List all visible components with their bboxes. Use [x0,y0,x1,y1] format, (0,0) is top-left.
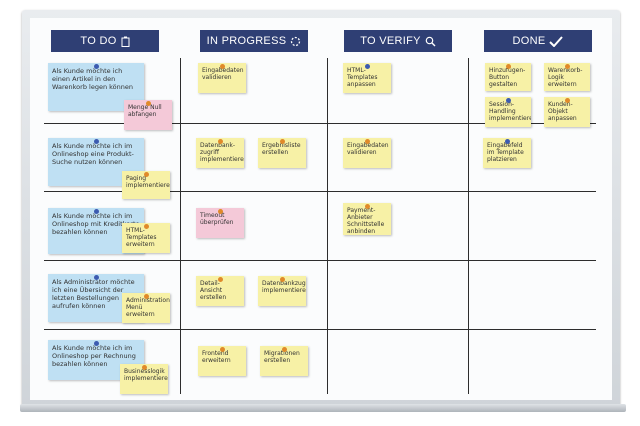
pin-icon [94,275,99,280]
note-text: Datenbankzugriff implementieren [262,280,306,294]
note-text: HTML-Templates erweitern [126,227,157,248]
column-header-todo: TO DO [51,30,159,52]
task-note[interactable]: Administrations-Menü erweitern [122,293,170,323]
note-text: Als Administrator möchte ich eine Übersi… [52,278,135,310]
note-text: Kunden-Objekt anpassen [548,101,577,122]
task-note[interactable]: Datenbank-zugriff implementieren [196,138,244,168]
pin-icon [365,204,370,209]
task-note[interactable]: Eingabedaten validieren [198,63,246,93]
column-header-in-progress: IN PROGRESS [200,30,308,52]
pin-icon [282,347,287,352]
pin-icon [218,139,223,144]
note-text: Paging implementieren [126,175,170,189]
note-text: Eingabedaten validieren [202,67,244,81]
column-divider [327,58,328,394]
note-text: Frontend erweitern [202,350,231,364]
pin-icon [218,209,223,214]
pin-icon [565,64,570,69]
task-note[interactable]: Payment-Anbieter Schnittstelle anbinden [343,203,391,235]
task-note[interactable]: Migrationen erstellen [260,346,308,376]
pin-icon [280,277,285,282]
note-text: Migrationen erstellen [264,350,300,364]
note-text: Datenbank-zugriff implementieren [200,142,244,163]
column-label: IN PROGRESS [206,35,287,47]
user-story-note[interactable]: Als Kunde möchte ich im Onlineshop eine … [48,138,144,186]
task-note[interactable]: Detail-Ansicht erstellen [196,276,244,306]
note-text: Session-Handling implementieren [489,101,531,122]
column-label: TO DO [80,35,117,47]
row-divider [44,123,596,124]
task-note[interactable]: Frontend erweitern [198,346,246,376]
column-divider [468,58,469,394]
column-label: DONE [512,35,546,47]
note-text: Businesslogik implementieren [124,368,168,382]
note-text: Als Kunde möchte ich im Onlineshop mit K… [52,212,140,236]
task-note[interactable]: Datenbankzugriff implementieren [258,276,306,306]
note-text: Eingabedaten validieren [347,142,389,156]
checkmark-icon [549,35,564,47]
pin-icon [218,277,223,282]
column-header-done: DONE [484,30,592,52]
note-text: Als Kunde möchte ich einen Artikel in de… [52,67,133,91]
pin-icon [220,64,225,69]
task-note[interactable]: Paging implementieren [122,171,170,199]
task-note[interactable]: HTML-Templates anpassen [343,63,391,93]
task-note[interactable]: Eingabedaten validieren [343,138,391,168]
task-note[interactable]: Warenkorb-Logik erweitern [544,63,590,91]
note-text: Warenkorb-Logik erweitern [548,67,583,88]
task-note[interactable]: HTML-Templates erweitern [122,223,170,253]
task-note[interactable]: Menge Null abfangen [124,100,172,130]
note-text: Hinzufügen-Button gestalten [489,67,526,88]
row-divider [44,329,596,330]
task-note[interactable]: Eingabefeld im Template platzieren [483,138,531,168]
task-note[interactable]: Hinzufügen-Button gestalten [485,63,531,91]
clipboard-icon [121,36,130,47]
task-note[interactable]: Session-Handling implementieren [485,97,531,127]
pin-icon [506,98,511,103]
pin-icon [94,64,99,69]
pin-icon [94,341,99,346]
magnifier-icon [425,36,436,46]
pin-icon [144,294,149,299]
marker-tray [20,404,626,412]
column-header-to-verify: TO VERIFY [344,30,452,52]
pin-icon [505,139,510,144]
row-divider [44,260,596,261]
pin-icon [565,98,570,103]
note-text: Ergebnisliste erstellen [262,142,301,156]
note-text: Als Kunde möchte ich im Onlineshop eine … [52,142,134,166]
note-text: Administrations-Menü erweitern [126,297,170,318]
note-text: Menge Null abfangen [128,104,162,118]
note-text: Als Kunde möchte ich im Onlineshop per R… [52,344,136,368]
pin-icon [142,365,147,370]
note-text: Detail-Ansicht erstellen [200,280,227,301]
column-divider [180,58,181,394]
pin-icon [146,101,151,106]
note-text: Payment-Anbieter Schnittstelle anbinden [347,207,385,235]
pin-icon [220,347,225,352]
pin-icon [365,139,370,144]
pin-icon [144,172,149,177]
task-note[interactable]: Ergebnisliste erstellen [258,138,306,168]
pin-icon [365,64,370,69]
task-note[interactable]: Timeout überprüfen [196,208,244,238]
spinner-icon [291,36,301,46]
pin-icon [506,64,511,69]
pin-icon [280,139,285,144]
note-text: Eingabefeld im Template platzieren [487,142,524,163]
pin-icon [94,209,99,214]
row-divider [44,191,596,192]
note-text: HTML-Templates anpassen [347,67,378,88]
scrum-board: TO DO IN PROGRESS TO VERIFY DONE Als Kun… [30,18,612,400]
task-note[interactable]: Businesslogik implementieren [120,364,168,394]
note-text: Timeout überprüfen [200,212,234,226]
task-note[interactable]: Kunden-Objekt anpassen [544,97,590,127]
pin-icon [144,224,149,229]
pin-icon [94,139,99,144]
column-label: TO VERIFY [360,35,421,47]
